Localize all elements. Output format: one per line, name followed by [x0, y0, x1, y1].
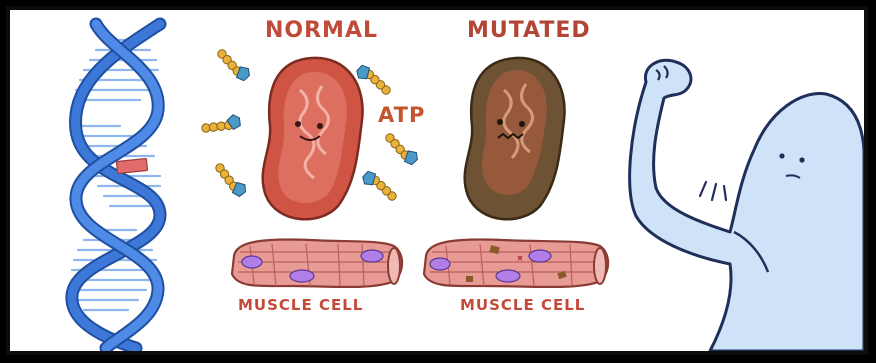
illustration-canvas — [10, 10, 864, 351]
nucleus — [430, 258, 450, 270]
atp-molecule-1 — [212, 48, 255, 82]
atp-molecule-3 — [209, 162, 252, 198]
eye-icon — [497, 119, 503, 125]
muscle-cell-mutated — [424, 240, 608, 287]
mutation-mark — [116, 158, 147, 173]
mitochondrion-normal — [263, 58, 363, 219]
eye-icon — [295, 121, 301, 127]
atp-molecule-5 — [380, 132, 423, 166]
label-muscle-cell-normal: MUSCLE CELL — [238, 296, 363, 314]
label-mutated: MUTATED — [467, 18, 591, 43]
eye-icon — [317, 123, 323, 129]
atp-molecule-6 — [359, 170, 401, 201]
eye-icon — [799, 157, 804, 162]
illustration-frame: NORMAL MUTATED ATP MUSCLE CELL MUSCLE CE… — [6, 6, 868, 355]
muscle-cell-normal — [232, 240, 402, 287]
label-muscle-cell-mutated: MUSCLE CELL — [460, 296, 585, 314]
eye-icon — [779, 153, 784, 158]
nucleus — [242, 256, 262, 268]
nucleus — [361, 250, 383, 262]
person-flexing — [630, 60, 864, 351]
dna-helix — [72, 24, 160, 348]
label-atp: ATP — [378, 103, 425, 127]
strain-lines-icon — [700, 182, 726, 200]
atp-molecule-2 — [200, 107, 243, 143]
nucleus — [529, 250, 551, 262]
damaged-mitochondria — [466, 276, 473, 282]
label-normal: NORMAL — [265, 18, 378, 43]
nucleus — [290, 270, 314, 282]
mitochondrion-mutated — [465, 58, 565, 219]
eye-icon — [519, 121, 525, 127]
nucleus — [496, 270, 520, 282]
